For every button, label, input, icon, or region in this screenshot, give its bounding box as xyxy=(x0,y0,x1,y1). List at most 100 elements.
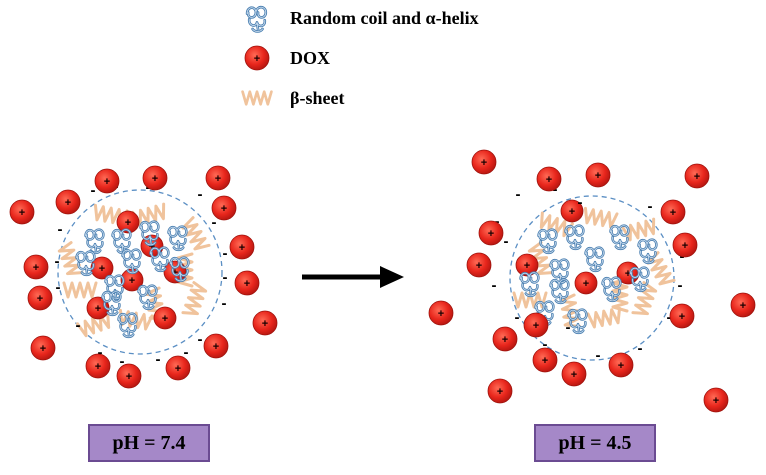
coil-helix-icon xyxy=(549,278,570,305)
minus-sign: - xyxy=(91,182,96,199)
coil-helix-icon xyxy=(111,228,132,255)
minus-sign: - xyxy=(98,344,103,361)
plus-sign: + xyxy=(481,157,487,169)
minus-sign: - xyxy=(212,214,217,231)
dox-molecule: + xyxy=(94,168,120,194)
dox-legend-icon: + xyxy=(244,45,270,71)
coil-helix-icon xyxy=(121,248,142,275)
dox-molecule: + xyxy=(561,361,587,387)
plus-sign: + xyxy=(569,206,575,218)
dox-molecule: + xyxy=(730,292,756,318)
ph-label-left: pH = 7.4 xyxy=(88,424,210,462)
dox-molecule: + xyxy=(428,300,454,326)
coil-helix-icon xyxy=(104,274,125,301)
minus-sign: - xyxy=(578,194,583,211)
plus-sign: + xyxy=(438,308,444,320)
plus-sign: + xyxy=(213,341,219,353)
plus-sign: + xyxy=(682,240,688,252)
dox-molecule: + xyxy=(672,232,698,258)
beta-sheet-icon xyxy=(181,281,208,316)
plus-sign: + xyxy=(104,176,110,188)
dox-molecule: + xyxy=(211,195,237,221)
dox-molecule: + xyxy=(487,378,513,404)
beta-sheet-icon xyxy=(586,306,622,329)
dox-molecule: + xyxy=(229,234,255,260)
minus-sign: - xyxy=(222,295,227,312)
coil-helix-icon xyxy=(534,300,555,327)
beta-sheet-icon xyxy=(131,202,166,227)
plus-sign: + xyxy=(175,363,181,375)
minus-sign: - xyxy=(156,351,161,368)
minus-sign: - xyxy=(504,233,509,250)
coil-helix-icon xyxy=(519,271,540,298)
beta-sheet-icon xyxy=(62,281,98,299)
minus-sign: - xyxy=(495,213,500,230)
dox-molecule: + xyxy=(560,199,584,223)
coil-helix-icon xyxy=(117,312,138,339)
plus-sign: + xyxy=(497,386,503,398)
plus-sign: + xyxy=(679,311,685,323)
dox-molecule: + xyxy=(234,270,260,296)
coil-helix-icon xyxy=(167,225,188,252)
plus-sign: + xyxy=(488,228,494,240)
minus-sign: - xyxy=(566,319,571,336)
dox-molecule: + xyxy=(9,199,35,225)
minus-sign: - xyxy=(543,336,548,353)
free-dox-group: + + + + + + + + + + + + + + + + + + xyxy=(428,149,756,413)
plus-sign: + xyxy=(152,173,158,185)
plus-sign: + xyxy=(95,303,101,315)
plus-sign: + xyxy=(129,275,135,287)
plus-sign: + xyxy=(524,260,530,272)
coil-helix-icon xyxy=(537,228,558,255)
beta-sheet-icon xyxy=(118,308,154,331)
minus-sign: - xyxy=(56,279,61,296)
dox-molecule: + xyxy=(471,149,497,175)
beta-sheet-icon xyxy=(611,277,629,313)
dox-molecule: + xyxy=(55,189,81,215)
coil-helix-icon xyxy=(169,256,190,283)
plus-sign: + xyxy=(40,343,46,355)
coil-group xyxy=(75,220,190,339)
free-dox-group: + + + + + + + + + + + + + + + + xyxy=(9,165,278,389)
minus-sign: - xyxy=(55,253,60,270)
plus-sign: + xyxy=(533,320,539,332)
beta-sheet-icon xyxy=(583,206,619,229)
beta-sheet-icon xyxy=(631,281,658,316)
dox-molecule: + xyxy=(515,253,539,277)
plus-sign: + xyxy=(713,395,719,407)
dox-molecule: + xyxy=(585,162,611,188)
plus-sign: + xyxy=(670,207,676,219)
legend-coil-label: Random coil and α-helix xyxy=(290,8,479,28)
coil-helix-icon xyxy=(609,224,630,251)
legend-sheet-label: β-sheet xyxy=(290,88,344,108)
minus-sign: - xyxy=(516,186,521,203)
plus-sign: + xyxy=(476,260,482,272)
dox-molecule: + xyxy=(669,303,695,329)
minus-sign: - xyxy=(76,317,81,334)
plus-sign: + xyxy=(244,278,250,290)
dox-molecule: + xyxy=(574,271,598,295)
coil-helix-icon xyxy=(101,290,122,317)
coil-helix-icon xyxy=(149,246,170,273)
plus-sign: + xyxy=(95,361,101,373)
dox-molecule: + xyxy=(116,363,142,389)
coil-legend-icon xyxy=(245,5,268,33)
plus-sign: + xyxy=(172,267,178,279)
plus-sign: + xyxy=(502,334,508,346)
plus-sign: + xyxy=(254,53,260,65)
dox-molecule: + xyxy=(660,199,686,225)
beta-sheet-icon xyxy=(527,241,554,276)
plus-sign: + xyxy=(618,360,624,372)
plus-sign: + xyxy=(262,318,268,330)
dox-molecule: + xyxy=(492,326,518,352)
minus-sign: - xyxy=(120,353,125,370)
minus-sign: - xyxy=(667,309,672,326)
dox-molecule: + xyxy=(608,352,634,378)
plus-sign: + xyxy=(583,278,589,290)
plus-sign: + xyxy=(37,293,43,305)
plus-sign: + xyxy=(595,170,601,182)
coil-helix-icon xyxy=(84,228,105,255)
coil-helix-icon xyxy=(629,266,650,293)
